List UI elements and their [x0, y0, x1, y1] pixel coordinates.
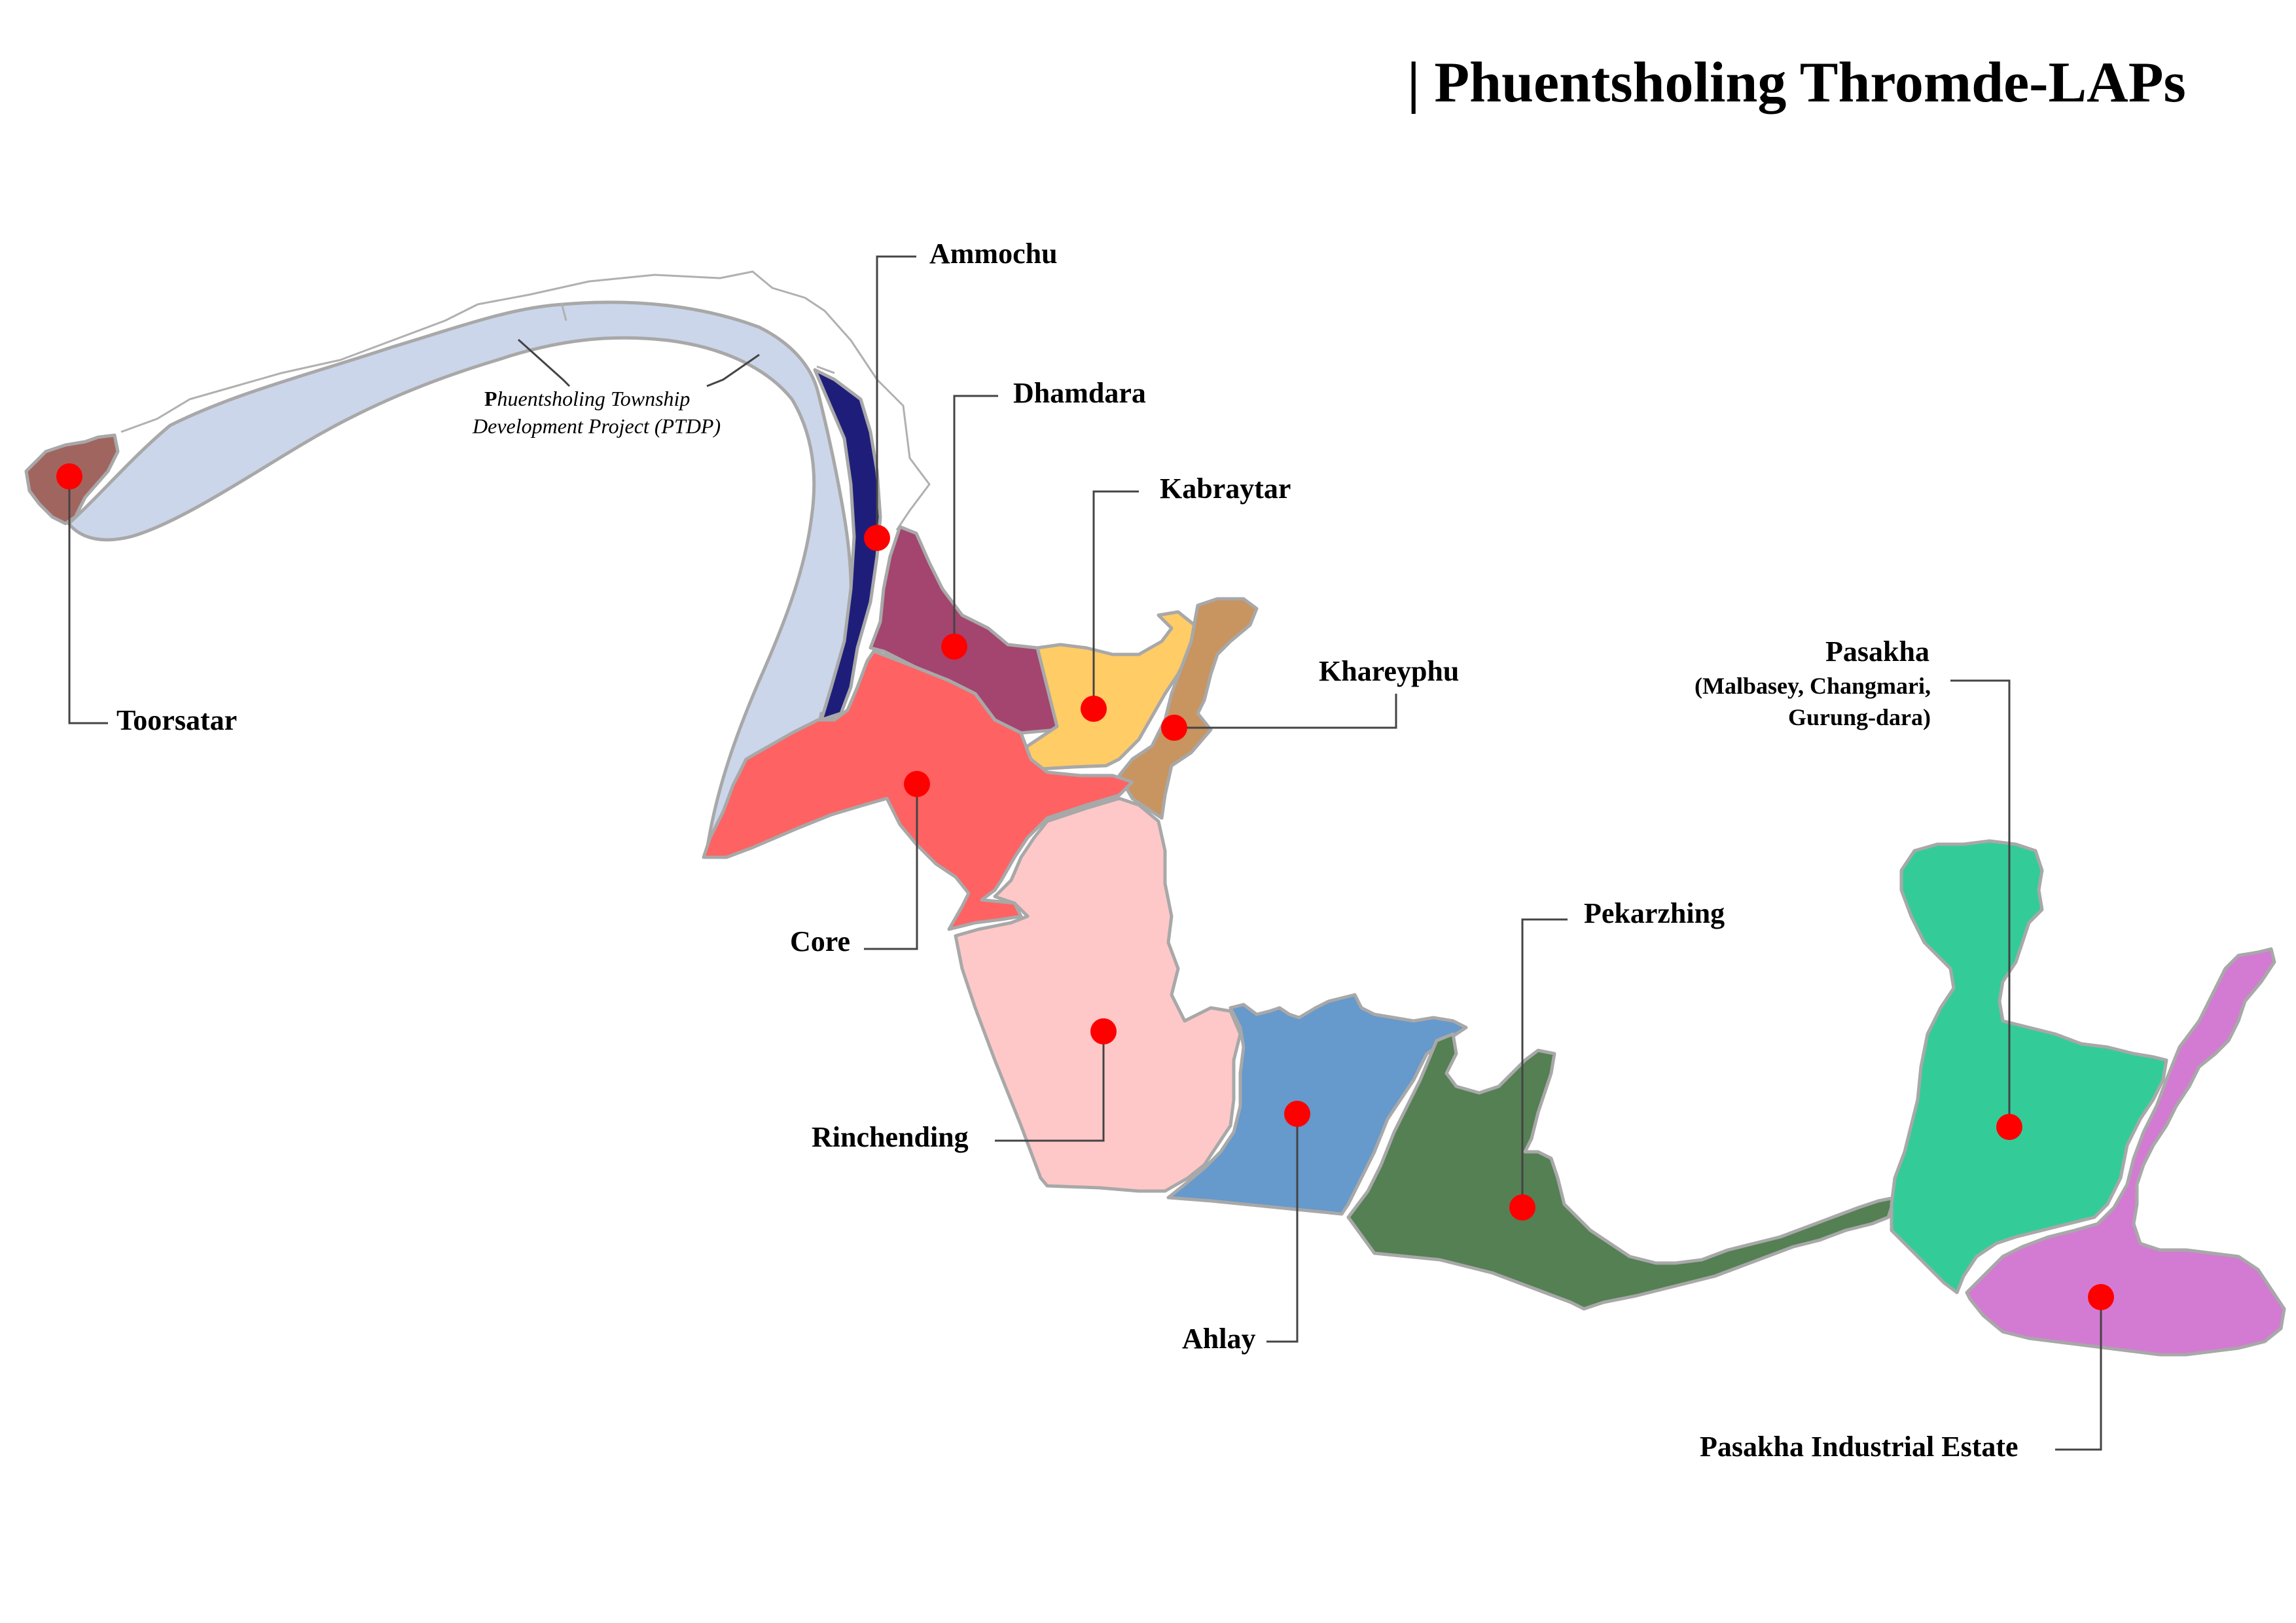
label-khareyphu: Khareyphu: [1319, 655, 1459, 687]
leader-ptdp-1: [517, 338, 571, 387]
region-pekarzhing[interactable]: [1346, 1032, 1897, 1311]
label-core: Core: [790, 925, 850, 957]
marker-ahlay[interactable]: [1284, 1101, 1310, 1127]
region-ammochu[interactable]: [813, 368, 882, 722]
leader-core: [864, 782, 918, 950]
label-rinchending: Rinchending: [812, 1121, 969, 1153]
label-ahlay: Ahlay: [1182, 1323, 1255, 1355]
leader-rinchending: [995, 1031, 1105, 1142]
leader-ammochu: [876, 255, 916, 538]
region-dhamdara[interactable]: [869, 525, 1062, 735]
thromde-boundary-outline: [120, 270, 931, 531]
leader-pasakha: [1950, 679, 2011, 1127]
leader-dhamdara: [953, 395, 998, 647]
region-ahlay[interactable]: [1166, 993, 1468, 1216]
region-pasakha-industrial[interactable]: [1965, 947, 2286, 1357]
leader-pekarzhing: [1521, 918, 1568, 1204]
leader-kabraytar: [1092, 490, 1139, 709]
marker-ammochu[interactable]: [864, 525, 890, 551]
ptdp-label-line1: Phuentsholing Township: [484, 387, 690, 410]
marker-pasakha-industrial[interactable]: [2088, 1284, 2114, 1310]
marker-rinchending[interactable]: [1090, 1018, 1117, 1044]
marker-core[interactable]: [904, 771, 930, 797]
label-dhamdara: Dhamdara: [1013, 377, 1146, 409]
marker-pasakha[interactable]: [1996, 1114, 2022, 1140]
label-pekarzhing: Pekarzhing: [1584, 897, 1725, 929]
label-pasakha: Pasakha: [1825, 635, 1929, 668]
leader-ahlay: [1266, 1113, 1299, 1343]
label-ammochu: Ammochu: [929, 238, 1058, 270]
marker-kabraytar[interactable]: [1081, 696, 1107, 722]
ptdp-label-line2: Development Project (PTDP): [472, 414, 721, 438]
label-toorsatar: Toorsatar: [117, 704, 237, 736]
region-rinchending[interactable]: [954, 796, 1242, 1193]
ptdp-region[interactable]: [67, 300, 853, 853]
region-pasakha[interactable]: [1890, 839, 2168, 1294]
leader-pasakha-industrial: [2055, 1296, 2102, 1451]
label-pasakha-sub-1: (Malbasey, Changmari,: [1695, 673, 1931, 699]
leader-khareyphu: [1174, 694, 1397, 729]
label-pasakha-sub-2: Gurung-dara): [1788, 704, 1931, 730]
ptdp-divider-2: [816, 365, 835, 374]
map-title: | Phuentsholing Thromde-LAPs: [1407, 51, 2186, 115]
leader-toorsatar: [68, 483, 108, 724]
marker-pekarzhing[interactable]: [1509, 1194, 1535, 1221]
marker-khareyphu[interactable]: [1161, 715, 1187, 741]
marker-dhamdara[interactable]: [941, 633, 967, 660]
label-kabraytar: Kabraytar: [1160, 473, 1291, 505]
ptdp-divider-1: [560, 302, 567, 321]
marker-toorsatar[interactable]: [56, 463, 82, 490]
label-pasakha-industrial: Pasakha Industrial Estate: [1700, 1431, 2018, 1463]
leader-ptdp-2: [706, 353, 760, 387]
